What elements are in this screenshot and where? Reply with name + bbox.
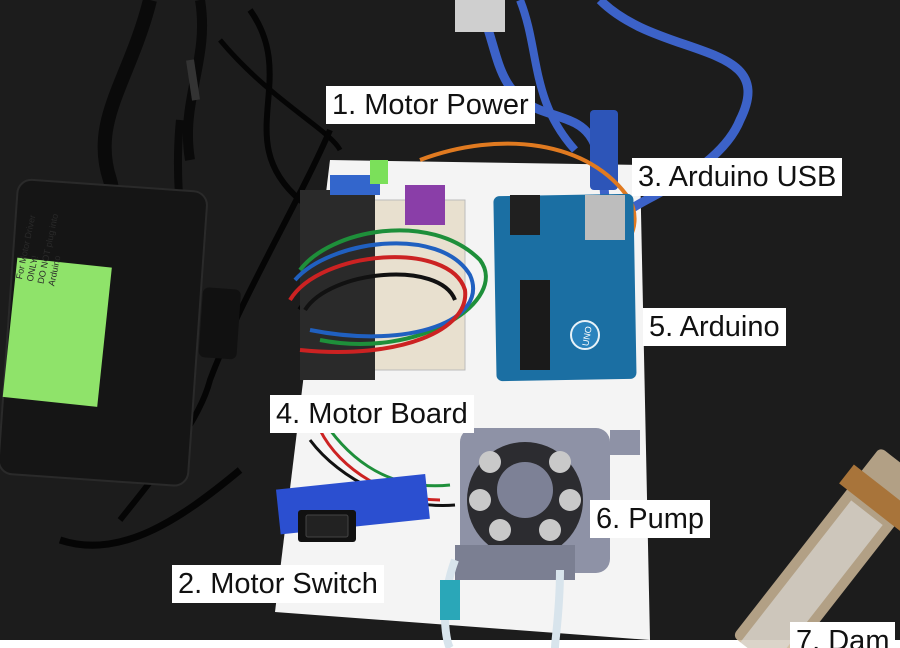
label-damper: 7. Dam bbox=[790, 622, 896, 648]
label-motor-switch: 2. Motor Switch bbox=[172, 565, 384, 603]
label-motor-board: 4. Motor Board bbox=[270, 395, 474, 433]
syringe bbox=[734, 449, 900, 648]
warning-sticker bbox=[2, 257, 112, 407]
label-pump: 6. Pump bbox=[590, 500, 710, 538]
label-motor-power: 1. Motor Power bbox=[326, 86, 535, 124]
label-arduino-usb: 3. Arduino USB bbox=[632, 158, 843, 196]
arduino-uno-logo: UNO bbox=[580, 325, 593, 346]
label-arduino: 5. Arduino bbox=[643, 308, 786, 346]
